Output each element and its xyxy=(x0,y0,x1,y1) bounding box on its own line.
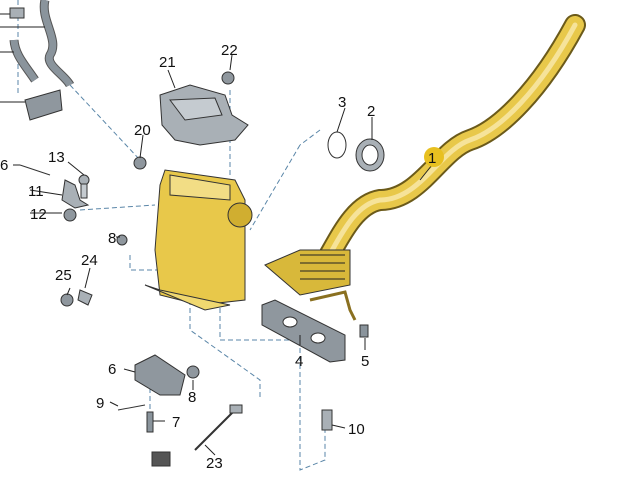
label-2[interactable]: 2 xyxy=(367,103,375,120)
label-3[interactable]: 3 xyxy=(338,94,346,111)
label-25[interactable]: 25 xyxy=(55,267,72,284)
label-11[interactable]: 11 xyxy=(28,183,44,200)
label-20[interactable]: 20 xyxy=(134,122,151,139)
label-10[interactable]: 10 xyxy=(348,421,365,438)
label-23[interactable]: 23 xyxy=(206,455,223,472)
catalytic-converter xyxy=(144,169,253,311)
label-13[interactable]: 13 xyxy=(48,149,65,166)
label-9[interactable]: 9 xyxy=(96,395,104,412)
exhaust-pipe xyxy=(264,14,586,321)
label-7[interactable]: 7 xyxy=(172,414,180,431)
label-1[interactable]: 1 xyxy=(428,150,436,167)
label-8-top[interactable]: 8 xyxy=(108,230,116,247)
label-4[interactable]: 4 xyxy=(295,353,303,370)
heat-shield xyxy=(159,84,249,146)
label-8-bottom[interactable]: 8 xyxy=(188,389,196,406)
leader-lines xyxy=(13,54,433,456)
clamp-and-seal xyxy=(327,131,385,172)
label-21[interactable]: 21 xyxy=(159,54,176,71)
label-24[interactable]: 24 xyxy=(81,252,98,269)
label-6-top[interactable]: 6 xyxy=(0,157,8,174)
label-5[interactable]: 5 xyxy=(361,353,369,370)
part-labels: 1 2 3 4 5 6 6 7 8 8 9 10 11 12 13 20 21 … xyxy=(0,42,436,472)
highlight-badge xyxy=(424,147,444,167)
bracket xyxy=(134,354,186,396)
label-6-bracket[interactable]: 6 xyxy=(108,361,116,378)
label-12[interactable]: 12 xyxy=(30,206,47,223)
label-22[interactable]: 22 xyxy=(221,42,238,59)
flange-gasket xyxy=(261,299,346,363)
fasteners xyxy=(19,71,369,467)
hoses xyxy=(0,0,75,121)
